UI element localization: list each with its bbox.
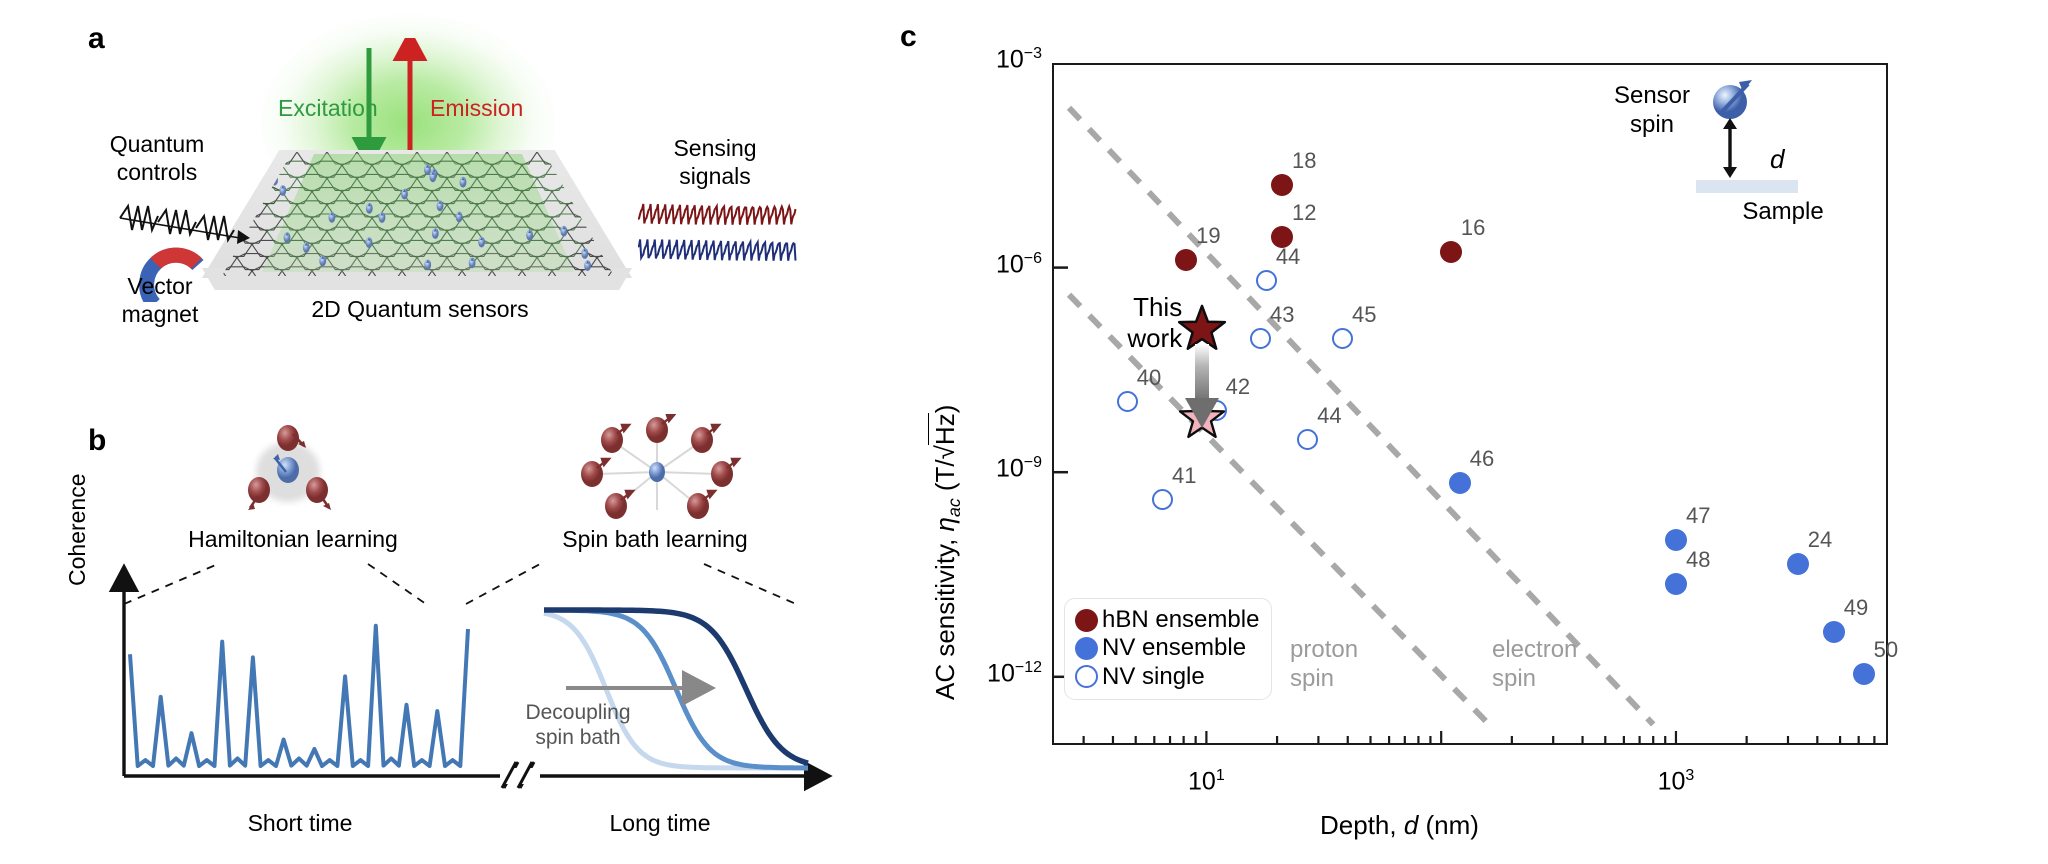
panel-b-x-axis-left-label: Short time — [247, 810, 353, 836]
excitation-emission-arrows — [351, 38, 428, 168]
sample-label: Sample — [1742, 198, 1824, 225]
sensing-signals-label: Sensing signals — [673, 135, 757, 190]
data-point-label-45: 45 — [1352, 302, 1377, 328]
y-tick-10⁻⁹: 10−9 — [995, 454, 1042, 483]
spin-bath-learning-title: Spin bath learning — [562, 526, 748, 552]
decoupling-annotation: Decoupling spin bath — [525, 701, 631, 750]
data-point-16[interactable] — [1439, 240, 1462, 263]
quantum-controls-label: Quantum controls — [109, 131, 205, 186]
panel-b-letter: b — [88, 424, 107, 457]
panel-a-caption: 2D Quantum sensors — [311, 296, 529, 322]
data-point-label-12: 12 — [1292, 200, 1317, 226]
x-axis-label: Depth, d (nm) — [1320, 810, 1479, 840]
data-point-44[interactable] — [1255, 269, 1277, 291]
magnet-icon — [139, 247, 204, 302]
panel-b-coherence: b — [0, 400, 900, 864]
data-point-label-47: 47 — [1685, 503, 1711, 529]
sensor-sample-inset: Sensor spin d Sample — [1600, 72, 1860, 232]
legend-item-nv-ensemble[interactable]: NV ensemble — [1075, 634, 1259, 662]
emission-label: Emission — [430, 95, 524, 121]
electron-spin-guide-label: electron spin — [1492, 636, 1578, 692]
panel-b-x-axis-right-label: Long time — [609, 810, 711, 836]
panel-c-sensitivity-chart: c AC sensitivity, ηac (T/√Hz) Depth, d (… — [900, 0, 2048, 864]
y-tick-10⁻³: 10−3 — [995, 45, 1042, 74]
data-point-label-41: 41 — [1171, 462, 1197, 488]
improvement-arrow — [1185, 344, 1220, 429]
panel-a-schematic: a Excitation Emission — [0, 0, 900, 400]
x-tick-10³: 103 — [1657, 767, 1695, 796]
vector-magnet-label: Vector magnet — [121, 273, 199, 328]
legend-item-hbn-ensemble[interactable]: hBN ensemble — [1075, 606, 1259, 634]
data-point-label-46: 46 — [1469, 445, 1495, 471]
data-point-18[interactable] — [1271, 174, 1294, 197]
panel-a-letter: a — [88, 22, 105, 55]
hexagonal-lattice — [222, 152, 614, 276]
this-work-projected-star — [1178, 304, 1227, 352]
data-point-label-16: 16 — [1460, 214, 1486, 240]
data-point-label-43: 43 — [1269, 302, 1295, 328]
data-point-46[interactable] — [1448, 471, 1471, 494]
x-tick-10¹: 101 — [1188, 767, 1225, 796]
this-work-label: This work — [1127, 292, 1183, 353]
data-point-label-48: 48 — [1685, 546, 1711, 572]
y-axis-label: AC sensitivity, ηac (T/√Hz) — [928, 404, 965, 700]
legend-label: hBN ensemble — [1102, 606, 1260, 633]
hamiltonian-learning-title: Hamiltonian learning — [188, 526, 398, 552]
hamiltonian-spin-cluster-icon — [248, 425, 331, 510]
data-point-47[interactable] — [1664, 529, 1687, 552]
data-point-24[interactable] — [1786, 553, 1809, 576]
panel-c-letter: c — [900, 20, 917, 53]
data-point-48[interactable] — [1664, 572, 1687, 595]
excitation-label: Excitation — [278, 95, 378, 121]
data-point-19[interactable] — [1175, 248, 1198, 271]
data-point-label-44: 44 — [1275, 243, 1301, 269]
data-point-label-19: 19 — [1196, 222, 1221, 248]
legend-marker-icon — [1075, 665, 1098, 689]
sensor-spin-label: Sensor spin — [1613, 82, 1691, 138]
data-point-label-50: 50 — [1873, 636, 1899, 662]
y-tick-10⁻⁶: 10−6 — [995, 249, 1042, 278]
microwave-pulse-icon — [119, 203, 250, 244]
distance-d-label: d — [1770, 144, 1785, 174]
data-point-49[interactable] — [1822, 621, 1845, 644]
data-point-label-18: 18 — [1292, 148, 1317, 174]
legend-item-nv-single[interactable]: NV single — [1075, 663, 1259, 691]
sensor-spin-diagram — [1696, 80, 1798, 193]
panel-b-plot — [108, 563, 833, 792]
proton-spin-guide-label: proton spin — [1290, 636, 1359, 692]
data-point-41[interactable] — [1151, 488, 1173, 510]
data-point-40[interactable] — [1116, 390, 1138, 412]
data-point-44[interactable] — [1297, 429, 1319, 451]
spin-bath-cluster-icon — [581, 414, 742, 519]
data-point-label-24: 24 — [1807, 527, 1833, 553]
data-point-label-49: 49 — [1843, 595, 1869, 621]
legend-label: NV ensemble — [1102, 634, 1247, 662]
data-point-label-42: 42 — [1225, 374, 1251, 400]
data-point-12[interactable] — [1271, 226, 1294, 249]
panel-b-y-axis-label: Coherence — [64, 473, 90, 586]
legend-marker-icon — [1075, 608, 1098, 632]
sensing-signal-traces — [638, 202, 797, 262]
data-point-label-40: 40 — [1136, 364, 1162, 390]
data-point-43[interactable] — [1249, 328, 1271, 350]
legend-marker-icon — [1075, 636, 1098, 660]
plot-svg — [1052, 63, 1888, 745]
legend-label: NV single — [1102, 662, 1205, 690]
y-tick-10⁻¹²: 10−12 — [987, 658, 1042, 688]
data-point-45[interactable] — [1332, 328, 1354, 350]
data-point-50[interactable] — [1852, 662, 1875, 685]
data-point-label-44: 44 — [1317, 403, 1342, 429]
